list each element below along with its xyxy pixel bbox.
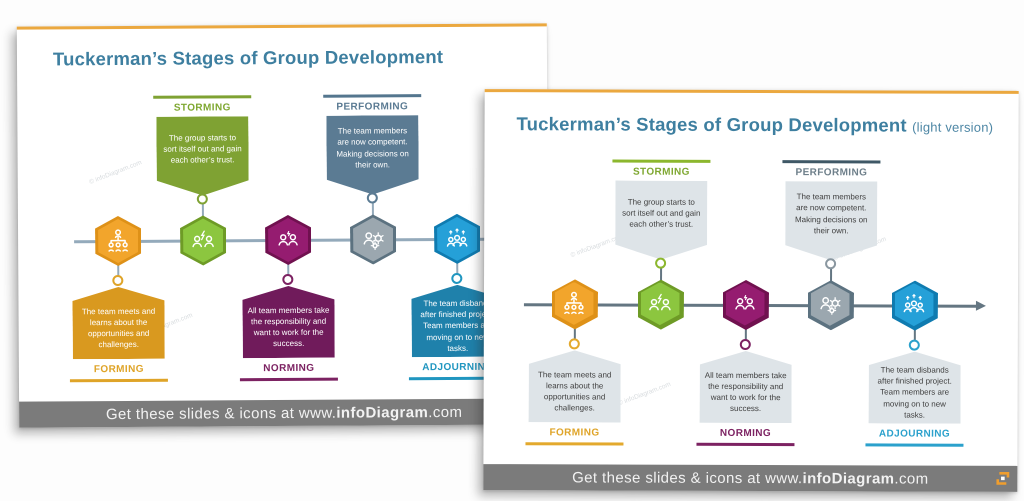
adjourning-node-dot <box>451 272 463 284</box>
footer-bar: Get these slides & icons at www.infoDiag… <box>483 464 1018 492</box>
forming-node-dot <box>568 338 580 350</box>
hexagon-fill <box>183 218 223 262</box>
performing-node-dot <box>366 192 378 204</box>
footer-text-suffix: .com <box>894 470 929 488</box>
forming-node-dot <box>112 274 124 287</box>
forming-description: The team meets and learns about the oppo… <box>538 369 612 413</box>
org-hierarchy-icon <box>104 227 132 255</box>
forming-underline <box>525 442 624 446</box>
forming-hexagon <box>552 279 598 329</box>
forming-description-box: The team meets and learns about the oppo… <box>72 287 164 360</box>
slide-title: Tuckerman’s Stages of Group Development <box>53 46 443 70</box>
adjourning-hexagon <box>434 214 480 264</box>
norming-node-dot <box>739 338 751 350</box>
people-moving-on-icon <box>443 225 471 253</box>
watermark: © infoDiagram.com <box>88 159 143 186</box>
hexagon-fill <box>725 282 764 325</box>
norming-underline <box>239 377 338 381</box>
person-gears-icon <box>816 290 844 318</box>
footer-text-suffix: .com <box>428 403 463 421</box>
storming-hexagon <box>638 280 684 330</box>
performing-label: PERFORMING <box>336 101 409 113</box>
storming-description: The group starts to sort itself out and … <box>622 197 701 229</box>
hexagon-fill <box>98 219 138 263</box>
people-conflict-bolt-icon <box>646 290 674 318</box>
performing-node-dot <box>825 258 837 270</box>
performing-description-box: The team members are now competent. Maki… <box>785 181 877 260</box>
forming-label: FORMING <box>549 427 600 439</box>
storming-node-dot <box>196 193 208 205</box>
norming-description-box: All team members take the responsibility… <box>700 351 792 423</box>
norming-label: NORMING <box>719 427 772 440</box>
forming-label: FORMING <box>93 363 144 376</box>
infodiagram-logo-icon <box>995 471 1010 490</box>
norming-hexagon <box>723 280 769 330</box>
forming-description: The team meets and learns about the oppo… <box>81 306 156 350</box>
storming-label: STORMING <box>173 102 231 114</box>
storming-description-box: The group starts to sort itself out and … <box>615 181 707 260</box>
slide-title: Tuckerman’s Stages of Group Development … <box>517 113 994 137</box>
adjourning-underline <box>865 443 964 447</box>
slide-light-version: Tuckerman’s Stages of Group Development … <box>483 89 1019 492</box>
performing-accent-bar <box>782 160 881 164</box>
slide-title-text: Tuckerman’s Stages of Group Development <box>52 46 444 70</box>
slide-title-text: Tuckerman’s Stages of Group Development <box>516 113 907 136</box>
storming-description: The group starts to sort itself out and … <box>163 133 242 165</box>
norming-hexagon <box>265 215 311 265</box>
norming-description: All team members take the responsibility… <box>247 305 330 349</box>
performing-description: The team members are now competent. Maki… <box>794 192 868 236</box>
hexagon-fill <box>437 217 477 261</box>
norming-label: NORMING <box>263 362 315 375</box>
norming-description-box: All team members take the responsibility… <box>242 286 334 359</box>
storming-hexagon <box>180 215 226 265</box>
adjourning-description-box: The team disbands after finished project… <box>869 351 961 423</box>
storming-accent-bar <box>612 159 711 163</box>
performing-accent-bar <box>323 94 422 98</box>
forming-description-box: The team meets and learns about the oppo… <box>529 350 621 422</box>
footer-brand: infoDiagram <box>802 469 895 488</box>
performing-description: The team members are now competent. Maki… <box>336 126 409 170</box>
people-agreement-icon <box>731 290 759 318</box>
norming-underline <box>696 442 795 446</box>
hexagon-fill <box>810 283 849 326</box>
storming-node-dot <box>655 257 667 269</box>
hexagon-fill <box>894 283 933 326</box>
storming-label: STORMING <box>632 166 690 178</box>
adjourning-description: The team disbands after finished project… <box>877 365 952 420</box>
footer-text-prefix: Get these slides & icons at www. <box>572 468 803 487</box>
adjourning-label: ADJOURNING <box>878 428 951 440</box>
adjourning-node-dot <box>908 339 920 351</box>
hexagon-fill <box>554 282 593 325</box>
watermark: © infoDiagram.com <box>617 380 672 408</box>
slide-title-suffix: (light version) <box>912 119 994 135</box>
footer-brand: infoDiagram <box>336 403 429 422</box>
timeline-arrowhead <box>975 300 986 311</box>
footer-bar: Get these slides & icons at www.infoDiag… <box>19 398 550 428</box>
people-conflict-bolt-icon <box>189 226 217 254</box>
people-moving-on-icon <box>900 291 928 319</box>
footer-text-prefix: Get these slides & icons at www. <box>105 404 337 423</box>
performing-hexagon <box>808 280 854 330</box>
forming-underline <box>69 378 168 382</box>
norming-node-dot <box>282 273 294 286</box>
slide-dark-version: Tuckerman’s Stages of Group Development … <box>16 23 550 428</box>
hexagon-fill <box>268 218 308 262</box>
person-gears-icon <box>359 225 387 253</box>
org-hierarchy-icon <box>560 289 588 317</box>
hexagon-fill <box>353 217 393 261</box>
storming-accent-bar <box>153 95 252 99</box>
forming-hexagon <box>95 216 141 266</box>
norming-description: All team members take the responsibility… <box>704 370 787 414</box>
hexagon-fill <box>640 282 679 325</box>
people-agreement-icon <box>274 226 302 254</box>
storming-description-box: The group starts to sort itself out and … <box>156 116 248 196</box>
performing-hexagon <box>350 214 396 264</box>
adjourning-hexagon <box>892 280 938 330</box>
performing-label: PERFORMING <box>795 167 868 179</box>
performing-description-box: The team members are now competent. Maki… <box>326 115 418 195</box>
